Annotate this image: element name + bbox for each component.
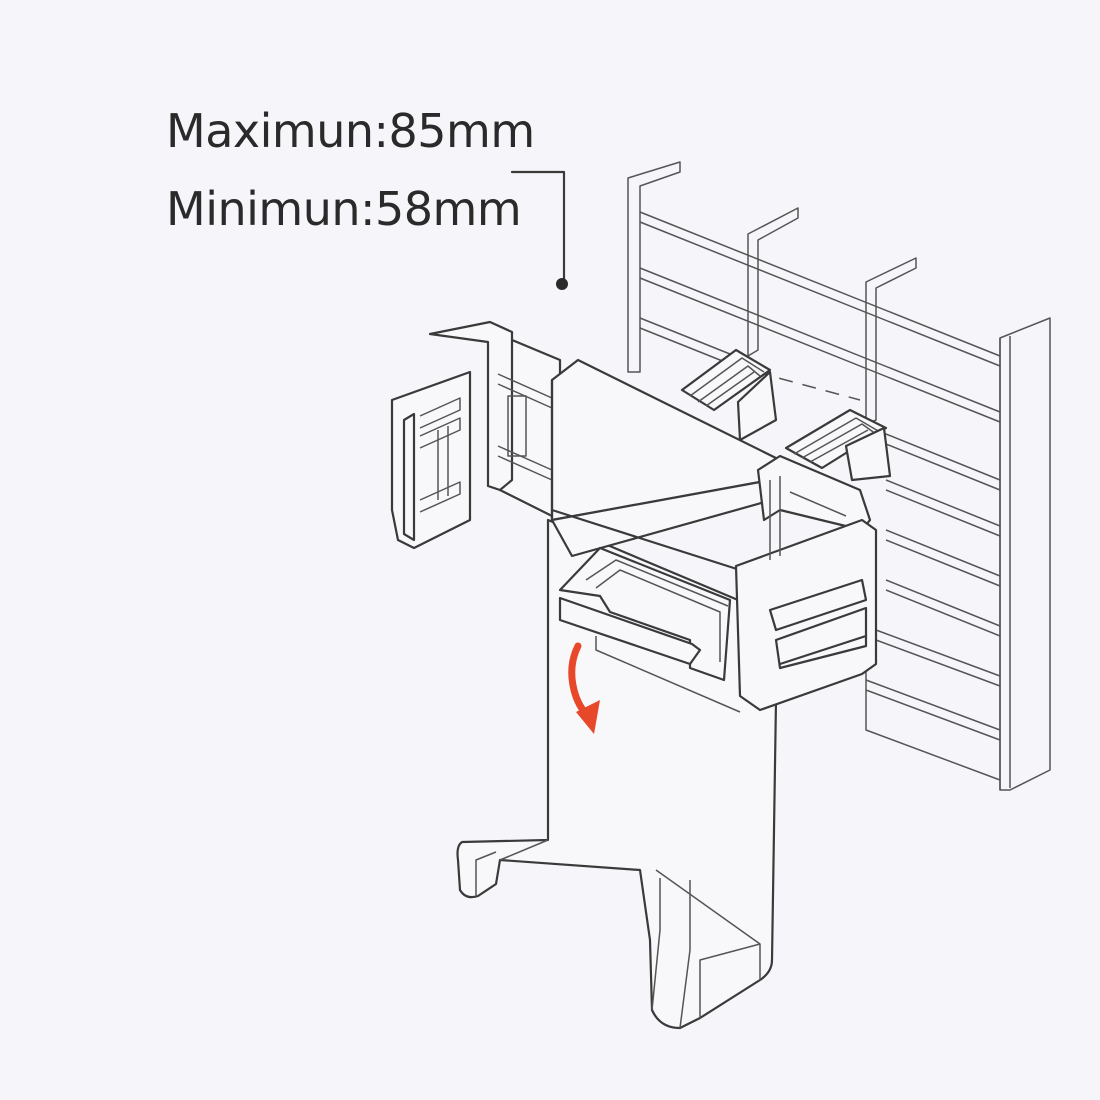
vent-clips: [680, 348, 892, 482]
holder-main-body: [456, 358, 782, 1030]
dimension-leader-line: [510, 170, 568, 290]
minimum-width-label: Minimun:58mm: [166, 182, 522, 236]
left-clamp-arm: [390, 320, 562, 550]
right-clamp-arm: [734, 454, 878, 712]
maximum-width-label: Maximun:85mm: [166, 104, 535, 158]
curved-arrow-down-icon: [568, 642, 600, 734]
